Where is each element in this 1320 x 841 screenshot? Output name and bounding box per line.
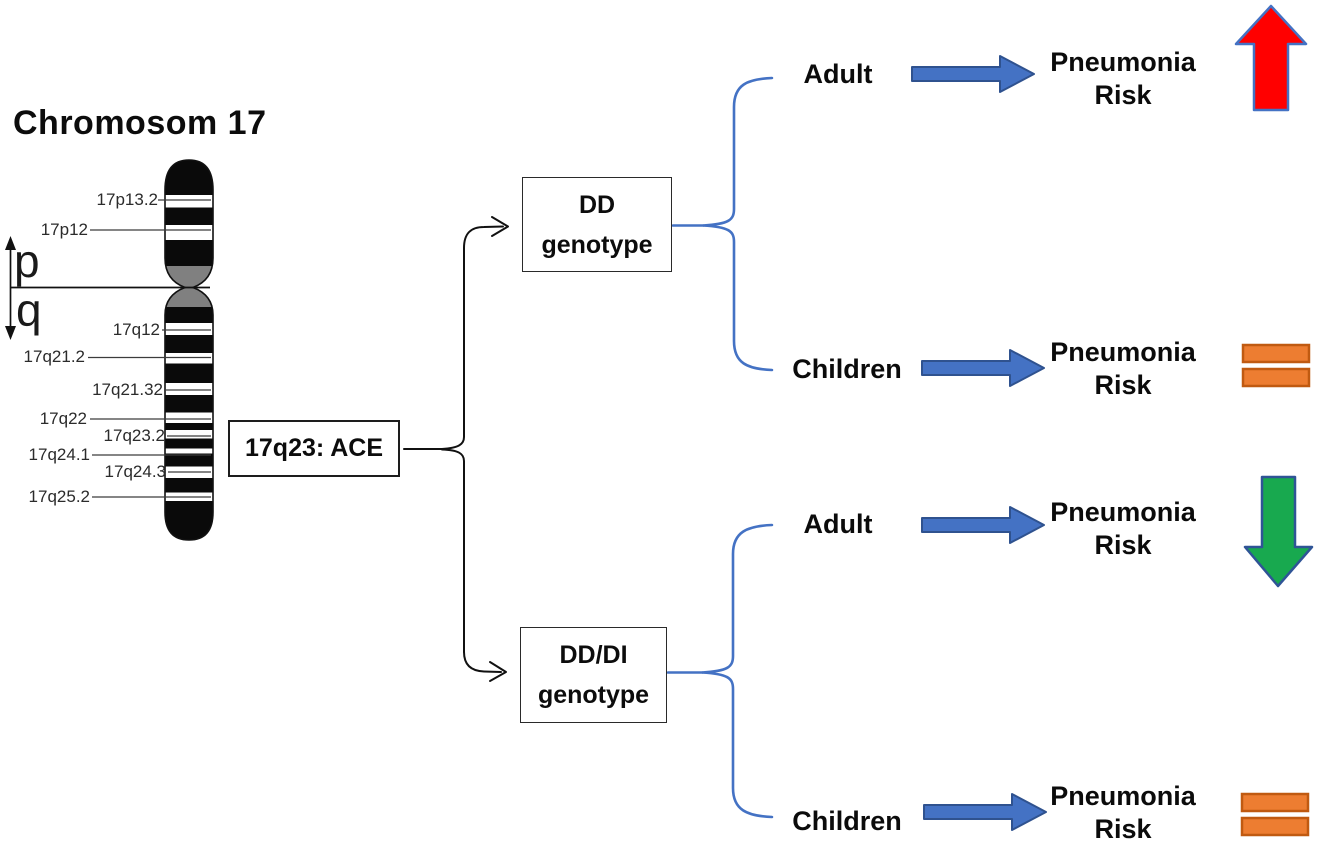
risk-line2: Risk <box>1094 80 1152 110</box>
risk-line1: Pneumonia <box>1050 47 1196 77</box>
gene-locus-label: 17q23: ACE <box>244 434 383 462</box>
risk-line1: Pneumonia <box>1050 497 1196 527</box>
risk-line1: Pneumonia <box>1050 337 1196 367</box>
flow-arrow-dd-children-icon <box>921 349 1045 387</box>
equal-bar-icon <box>1241 367 1311 388</box>
band-label-17q23-2: 17q23.2 <box>103 426 165 445</box>
band-label-17q25-2: 17q25.2 <box>28 487 90 506</box>
band-leader-lines <box>88 199 211 498</box>
risk-line1: Pneumonia <box>1050 781 1196 811</box>
axis-up-arrowhead-icon <box>5 236 16 250</box>
chromosome-ideogram <box>165 160 213 540</box>
dddi-genotype-name: DD/DI <box>559 641 628 669</box>
risk-line2: Risk <box>1094 814 1152 841</box>
equal-bar-icon <box>1241 343 1311 364</box>
population-label-dddi-adult: Adult <box>803 509 873 539</box>
p-arm-label: p <box>14 235 40 287</box>
band-label-17q24-1: 17q24.1 <box>28 445 90 464</box>
p-q-axis <box>5 236 210 340</box>
risk-decrease-arrow-icon <box>1243 475 1314 588</box>
risk-equal-dd-children <box>1241 343 1311 388</box>
risk-line2: Risk <box>1094 370 1152 400</box>
flow-arrow-dddi-adult-icon <box>921 506 1045 544</box>
risk-label-dd-children: Pneumonia Risk <box>1048 336 1198 402</box>
risk-increase-arrow-icon <box>1234 4 1308 112</box>
population-label-dddi-children: Children <box>792 806 902 836</box>
risk-label-dd-adult: Pneumonia Risk <box>1048 46 1198 112</box>
band-label-17p12: 17p12 <box>40 220 88 239</box>
band-label-17q22: 17q22 <box>39 409 87 428</box>
axis-down-arrowhead-icon <box>5 326 16 340</box>
genotype-connector <box>403 216 509 682</box>
dd-genotype-name: DD <box>578 190 616 219</box>
risk-label-dddi-children: Pneumonia Risk <box>1048 780 1198 841</box>
population-label-dd-children: Children <box>792 354 902 384</box>
dd-genotype-box: DD genotype <box>522 177 672 272</box>
dd-genotype-suffix: genotype <box>541 230 653 259</box>
centromere <box>165 266 213 307</box>
figure-title: Chromosom 17 <box>13 104 267 142</box>
band-label-17q12: 17q12 <box>112 320 160 339</box>
equal-bar-icon <box>1240 792 1310 813</box>
connector-arrowhead-bottom-icon <box>489 661 507 682</box>
q-arm-label: q <box>16 284 42 336</box>
risk-label-dddi-adult: Pneumonia Risk <box>1048 496 1198 562</box>
band-label-17q24-3: 17q24.3 <box>104 462 166 481</box>
dd-branch-brace <box>671 76 774 372</box>
population-label-dd-adult: Adult <box>803 59 873 89</box>
dddi-genotype-box: DD/DI genotype <box>520 627 667 723</box>
risk-line2: Risk <box>1094 530 1152 560</box>
flow-arrow-dd-adult-icon <box>911 55 1035 93</box>
chromosome-body <box>165 160 213 540</box>
dddi-branch-brace <box>666 523 774 819</box>
chromosome-outline <box>164 159 214 541</box>
band-label-17q21-32: 17q21.32 <box>92 380 163 399</box>
dddi-genotype-suffix: genotype <box>537 681 650 709</box>
band-label-17q21-2: 17q21.2 <box>23 347 85 366</box>
equal-bar-icon <box>1240 816 1310 837</box>
connector-arrowhead-top-icon <box>491 216 509 237</box>
risk-equal-dddi-children <box>1240 792 1310 837</box>
band-label-17p13-2: 17p13.2 <box>96 190 158 209</box>
flow-arrow-dddi-children-icon <box>923 793 1047 831</box>
gene-locus-box: 17q23: ACE <box>228 420 400 477</box>
